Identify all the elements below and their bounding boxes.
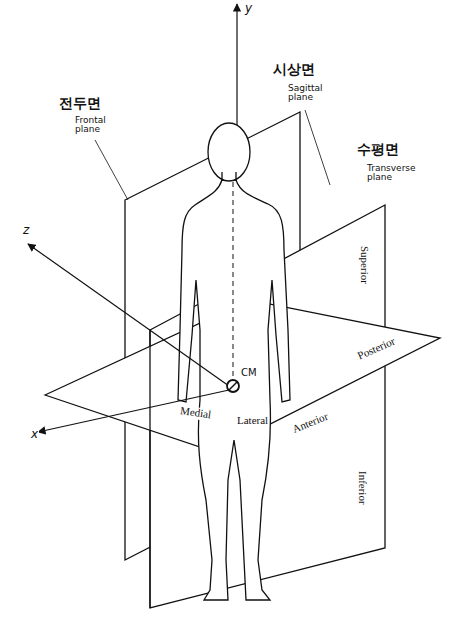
direction-label: Superior [358, 245, 370, 285]
plane-name: 전두면 [58, 96, 102, 111]
plane-name: Frontal plane [74, 116, 120, 135]
axis-label: x [30, 428, 39, 441]
y-axis [236, 4, 237, 125]
plane-name: 시상면 [272, 62, 316, 77]
plane-name: Sagittal plane [287, 84, 333, 103]
z-axis [28, 244, 229, 386]
plane-name: 수평면 [356, 142, 400, 157]
center-of-mass [227, 380, 239, 392]
point-label: CM [240, 368, 258, 379]
axis-label: z [22, 224, 30, 237]
direction-label: Lateral [236, 415, 269, 427]
plane-name: Transverse plane [366, 164, 420, 183]
axis-label: y [244, 2, 253, 15]
x-axis [38, 390, 229, 432]
direction-label: Inferior [356, 470, 368, 506]
